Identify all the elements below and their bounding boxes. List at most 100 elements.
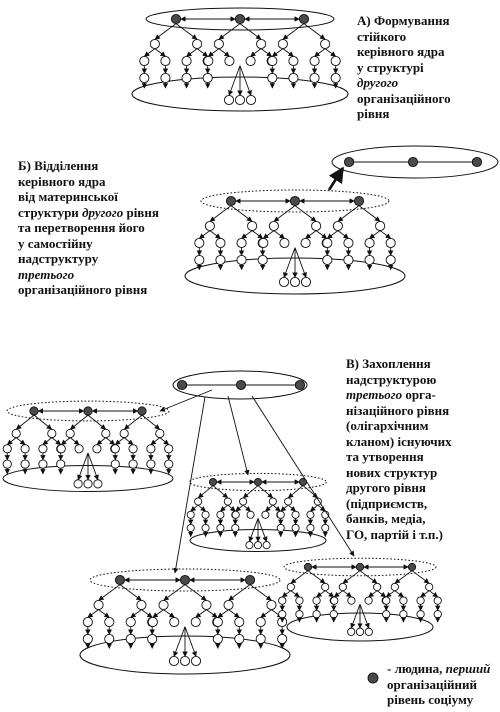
- link-arrow: [190, 504, 199, 512]
- caption-text: В) Захоплення: [346, 356, 431, 371]
- filled-person-node: [170, 13, 182, 25]
- person-node: [320, 38, 331, 50]
- person-node: [110, 444, 120, 454]
- person-node: [215, 237, 226, 249]
- filled-person-node: [355, 562, 365, 572]
- capture-arrow: [227, 395, 250, 476]
- link-arrow: [163, 584, 186, 601]
- caption-text: А) Формування: [357, 13, 450, 28]
- person-node: [245, 94, 257, 106]
- link-arrow: [282, 23, 305, 40]
- link-arrow: [15, 437, 26, 446]
- link-arrow: [175, 23, 198, 40]
- caption-text: надструктуру: [18, 251, 99, 266]
- person-node: [164, 459, 174, 469]
- link-arrow: [228, 65, 241, 96]
- person-node: [236, 237, 247, 249]
- caption-line: від материнської: [18, 189, 159, 205]
- person-node: [364, 596, 373, 605]
- caption-text: ГО, партій і т.п.): [346, 526, 443, 542]
- caption-line: структури другого рівня: [18, 205, 159, 221]
- caption-line: організаційного рівня: [18, 282, 159, 298]
- person-node: [309, 72, 320, 84]
- person-node: [330, 55, 341, 67]
- person-node: [93, 599, 104, 611]
- link-arrow: [209, 230, 221, 239]
- filled-person-node: [137, 406, 147, 416]
- link-arrow: [303, 23, 326, 40]
- person-node: [385, 237, 396, 249]
- person-node: [253, 541, 263, 550]
- person-node: [203, 55, 214, 67]
- link-arrow: [257, 518, 268, 543]
- person-node: [201, 523, 210, 533]
- filled-person-node: [234, 13, 246, 25]
- person-node: [83, 479, 93, 489]
- person-node: [192, 38, 203, 50]
- person-node: [93, 479, 103, 489]
- link-arrow: [262, 230, 275, 239]
- caption-line: третього орга-: [346, 387, 452, 403]
- link-arrow: [260, 609, 272, 618]
- caption-text: кланом) існуючих: [346, 433, 452, 449]
- link-arrow: [230, 205, 253, 222]
- caption-text: рівня: [123, 204, 159, 220]
- person-node: [190, 616, 201, 628]
- person-node: [181, 72, 192, 84]
- link-arrow: [251, 230, 264, 239]
- link-arrow: [342, 570, 361, 584]
- person-node: [164, 444, 174, 454]
- person-node: [364, 254, 375, 266]
- caption-text: керівного ядра: [18, 173, 106, 189]
- caption-text: - людина,: [387, 661, 446, 676]
- link-arrow: [96, 437, 107, 446]
- link-arrow: [209, 205, 232, 222]
- link-arrow: [197, 504, 206, 512]
- person-node: [382, 596, 391, 605]
- link-arrow: [310, 504, 319, 512]
- link-arrow: [316, 590, 326, 598]
- link-arrow: [394, 570, 413, 584]
- person-node: [125, 616, 136, 628]
- caption-line: ГО, партій і т.п.): [346, 527, 452, 543]
- caption-text: нізаційного рівня: [346, 402, 450, 418]
- caption-line: А) Формування: [357, 13, 451, 29]
- filled-person-node: [407, 562, 417, 572]
- person-node: [399, 596, 408, 605]
- person-node: [158, 599, 169, 611]
- link-arrow: [411, 570, 430, 584]
- link-arrow: [130, 609, 142, 618]
- person-node: [288, 55, 299, 67]
- third-level-ellipse: [331, 145, 499, 179]
- person-node: [202, 72, 213, 84]
- link-arrow: [69, 414, 89, 430]
- caption-line: у структурі: [357, 60, 451, 76]
- caption-line: В) Захоплення: [346, 356, 452, 372]
- caption-text: у самостійну: [18, 235, 93, 251]
- filled-person-node: [208, 477, 218, 487]
- person-node: [300, 276, 312, 288]
- person-node: [286, 582, 295, 592]
- link-arrow: [60, 437, 71, 446]
- person-node: [216, 523, 225, 533]
- caption-line: (олігархічним: [346, 418, 452, 434]
- link-arrow: [333, 590, 344, 598]
- person-node: [313, 497, 322, 506]
- person-node: [2, 444, 12, 454]
- person-node: [186, 523, 195, 533]
- link-arrow: [294, 205, 317, 222]
- person-node: [190, 655, 202, 667]
- link-arrow: [305, 230, 317, 239]
- person-node: [279, 237, 290, 249]
- link-arrow: [315, 230, 328, 239]
- link-arrow: [197, 485, 214, 499]
- link-arrow: [123, 437, 134, 446]
- link-arrow: [241, 230, 253, 239]
- person-node: [234, 633, 245, 645]
- link-arrow: [217, 609, 229, 618]
- person-node: [104, 616, 115, 628]
- person-node: [181, 55, 192, 67]
- person-node: [2, 459, 12, 469]
- link-arrow: [359, 570, 378, 584]
